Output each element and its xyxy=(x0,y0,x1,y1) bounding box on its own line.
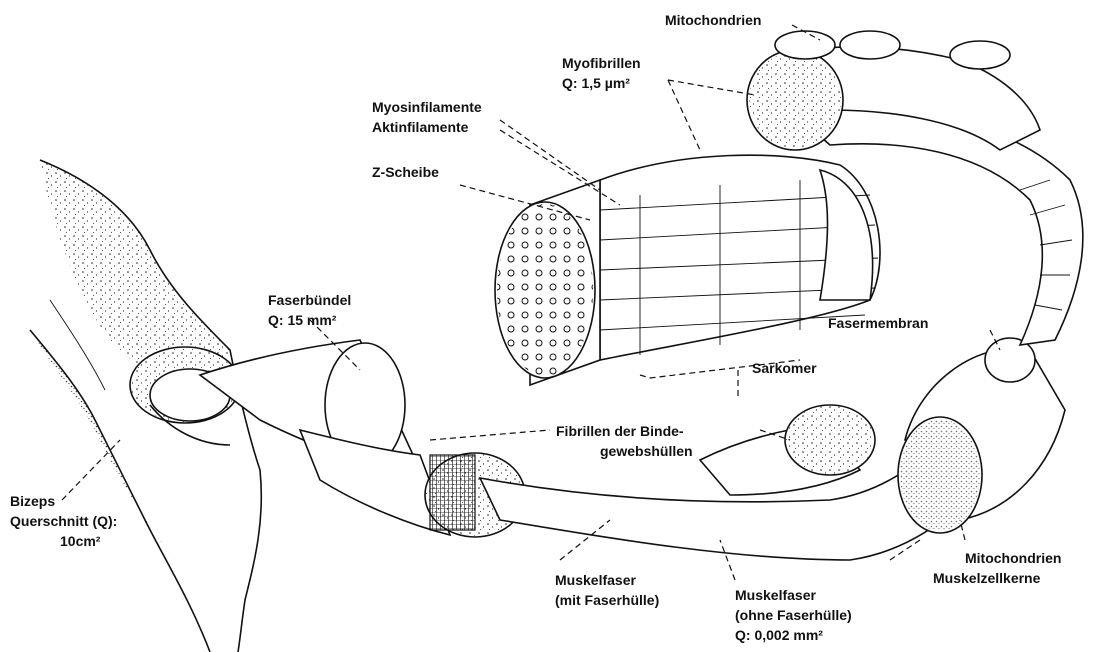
label-muskelfaser-q: Q: 0,002 mm² xyxy=(735,627,823,643)
label-myofibrillen-q: Q: 1,5 µm² xyxy=(562,75,630,91)
fiber-with-membrane xyxy=(898,338,1065,533)
label-fasermembran: Fasermembran xyxy=(828,315,928,331)
label-myofibrillen: Myofibrillen xyxy=(562,55,641,71)
label-fibrillen: Fibrillen der Binde- xyxy=(556,423,684,439)
label-mitochondrien-top: Mitochondrien xyxy=(665,12,761,28)
label-z-scheibe: Z-Scheibe xyxy=(372,164,439,180)
label-ohne-faserhuelle: (ohne Faserhülle) xyxy=(735,607,852,623)
label-bizeps-q: 10cm² xyxy=(60,533,101,549)
label-bizeps: Bizeps xyxy=(10,493,55,509)
label-muskelfaser-ohne: Muskelfaser xyxy=(735,587,816,603)
label-muskelzellkerne: Muskelzellkerne xyxy=(933,570,1041,586)
label-aktinfilamente: Aktinfilamente xyxy=(372,119,469,135)
label-querschnitt: Querschnitt (Q): xyxy=(10,513,117,529)
label-gewebshuellen: gewebshüllen xyxy=(600,443,693,459)
sarcomere-block xyxy=(495,155,880,385)
label-faserbuendel: Faserbündel xyxy=(268,292,351,308)
label-faserbuendel-q: Q: 15 mm² xyxy=(268,312,337,328)
fiber-bundle xyxy=(200,340,525,537)
label-myosinfilamente: Myosinfilamente xyxy=(372,99,482,115)
label-muskelfaser-mit: Muskelfaser xyxy=(555,572,636,588)
label-mitochondrien-bottom: Mitochondrien xyxy=(965,550,1061,566)
biceps-cross-section xyxy=(130,347,240,445)
label-sarkomer: Sarkomer xyxy=(752,360,817,376)
label-mit-faserhuelle: (mit Faserhülle) xyxy=(555,592,659,608)
